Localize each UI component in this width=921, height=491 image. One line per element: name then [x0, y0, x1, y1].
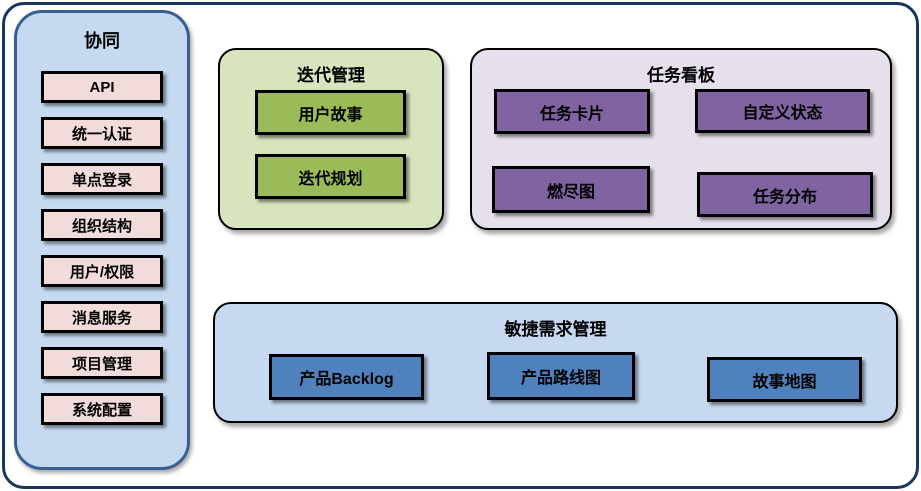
task-kanban-panel: 任务看板 任务卡片 自定义状态 燃尽图 任务分布 [470, 48, 892, 230]
agile-requirement-panel: 敏捷需求管理 产品Backlog 产品路线图 故事地图 [213, 302, 898, 423]
sidebar-item-message-service: 消息服务 [41, 301, 163, 333]
sidebar-items: API 统一认证 单点登录 组织结构 用户/权限 消息服务 项目管理 系统配置 [17, 71, 187, 425]
agile-item-product-backlog: 产品Backlog [269, 354, 424, 400]
agile-item-story-map: 故事地图 [707, 357, 862, 402]
agile-item-product-roadmap: 产品路线图 [487, 352, 635, 400]
sidebar-item-project-mgmt: 项目管理 [41, 347, 163, 379]
sidebar-item-user-permission: 用户/权限 [41, 255, 163, 287]
iteration-item-user-story: 用户故事 [255, 90, 406, 135]
iteration-item-iteration-planning: 迭代规划 [255, 154, 406, 199]
kanban-item-custom-status: 自定义状态 [695, 89, 870, 133]
sidebar-item-sso: 单点登录 [41, 163, 163, 195]
sidebar-item-unified-auth: 统一认证 [41, 117, 163, 149]
kanban-item-burndown-chart: 燃尽图 [492, 166, 650, 213]
sidebar-item-api: API [41, 71, 163, 103]
agile-panel-title: 敏捷需求管理 [504, 320, 607, 339]
kanban-item-task-card: 任务卡片 [494, 89, 650, 134]
sidebar-item-system-config: 系统配置 [41, 393, 163, 425]
iteration-panel-title: 迭代管理 [297, 66, 365, 85]
sidebar-title: 协同 [84, 31, 120, 51]
sidebar-item-org-structure: 组织结构 [41, 209, 163, 241]
iteration-management-panel: 迭代管理 用户故事 迭代规划 [218, 48, 444, 230]
sidebar-collaboration-panel: 协同 API 统一认证 单点登录 组织结构 用户/权限 消息服务 项目管理 系统… [14, 10, 190, 470]
kanban-item-task-distribution: 任务分布 [697, 172, 873, 217]
kanban-panel-title: 任务看板 [647, 66, 715, 85]
